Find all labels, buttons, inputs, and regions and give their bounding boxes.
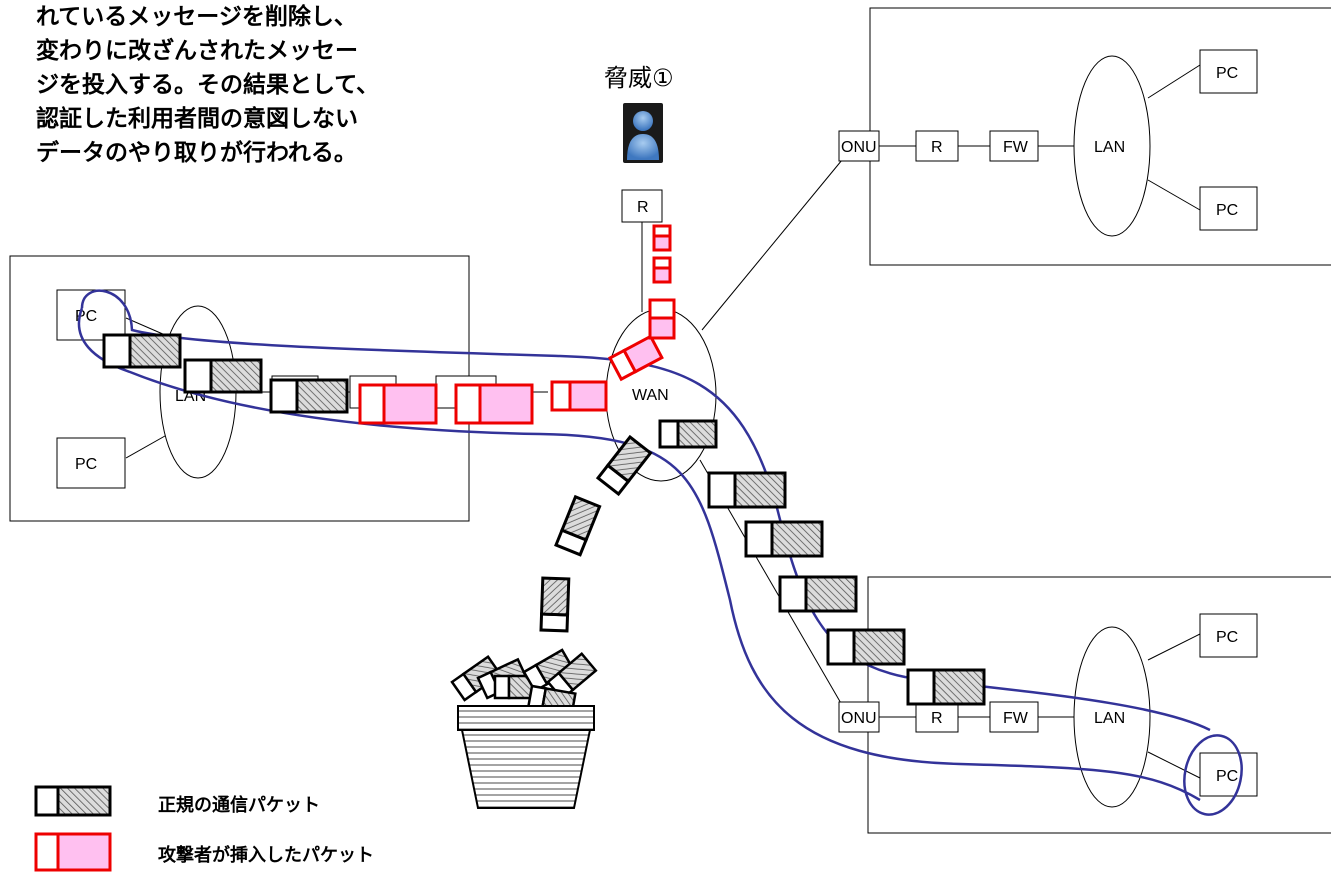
top-router-box (915, 130, 959, 162)
injected-packet (550, 380, 608, 412)
trash-can-icon (450, 648, 598, 809)
description-line-2: 変わりに改ざんされたメッセー (36, 38, 358, 64)
top-pc-2-label: PC (1216, 202, 1238, 219)
legit-packet (744, 520, 824, 558)
injected-packet (652, 224, 672, 252)
legit-packet (102, 333, 182, 369)
bottom-router-label: R (931, 710, 943, 727)
top-fw-box (989, 130, 1039, 162)
top-router-label: R (931, 139, 943, 156)
legit-packet (707, 471, 787, 509)
legit-packet (778, 575, 858, 613)
bottom-pc-2-label: PC (1216, 768, 1238, 785)
description-line-4: 認証した利用者間の意図しない (36, 106, 358, 132)
injected-packet (358, 383, 438, 425)
top-onu-label: ONU (841, 139, 877, 156)
injected-packets (358, 224, 676, 425)
bottom-pc-1-label: PC (1216, 629, 1238, 646)
bottom-onu-label: ONU (841, 710, 877, 727)
legit-packet (269, 378, 349, 414)
description-text: れているメッセージを削除し、 変わりに改ざんされたメッセー ジを投入する。その結… (36, 0, 506, 170)
top-fw-label: FW (1003, 139, 1029, 156)
discarded-packet (595, 434, 653, 497)
left-pc-2-label: PC (75, 456, 97, 473)
attacker-router-box (621, 189, 663, 223)
discarded-packet (554, 494, 602, 557)
legit-packets (102, 333, 986, 706)
target-pc-highlight (1183, 734, 1243, 816)
legit-packet (183, 358, 263, 394)
bottom-fw-label: FW (1003, 710, 1029, 727)
bottom-router-box (915, 701, 959, 733)
bottom-lan-ellipse (1073, 626, 1151, 808)
legit-packet (906, 668, 986, 706)
attacker-person-icon (623, 103, 663, 163)
injected-packet (652, 256, 672, 284)
injected-packet (607, 334, 664, 382)
top-onu-box (838, 130, 880, 162)
legit-packet (658, 419, 718, 449)
path-line-lower (77, 307, 1201, 802)
top-pc-1 (1199, 49, 1258, 94)
bottom-fw-box (989, 701, 1039, 733)
top-lan-label: LAN (1094, 139, 1125, 156)
legend-injected-label: 攻撃者が挿入したパケット (158, 845, 374, 866)
injected-packet (454, 383, 534, 425)
attacker-router-label: R (637, 199, 649, 216)
injected-packet (648, 298, 676, 340)
top-lan-ellipse (1073, 55, 1151, 237)
top-pc-1-label: PC (1216, 65, 1238, 82)
discarded-packet (539, 576, 571, 633)
threat-label: 脅威① (604, 64, 674, 92)
description-line-5: データのやり取りが行われる。 (36, 140, 357, 166)
legit-packet (826, 628, 906, 666)
bottom-lan-label: LAN (1094, 710, 1125, 727)
bottom-onu-box (838, 701, 880, 733)
wan-label: WAN (632, 387, 669, 404)
left-pc-2 (56, 437, 126, 489)
left-pc-1 (56, 289, 126, 341)
legend-legit-swatch (34, 785, 112, 817)
bottom-pc-2 (1199, 752, 1258, 797)
bottom-pc-1 (1199, 613, 1258, 658)
description-line-1: れているメッセージを削除し、 (36, 4, 357, 30)
legend-injected-swatch (34, 832, 112, 872)
top-pc-2 (1199, 186, 1258, 231)
legend-legit-label: 正規の通信パケット (158, 795, 320, 816)
description-line-3: ジを投入する。その結果として、 (36, 72, 380, 98)
